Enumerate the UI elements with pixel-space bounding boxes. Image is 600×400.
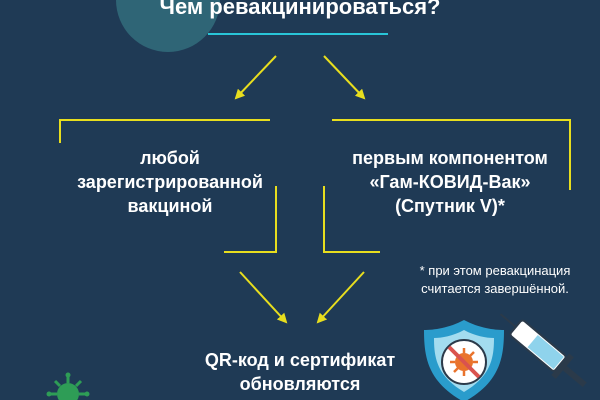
- result-line-1: QR-код и сертификат: [204, 350, 396, 370]
- right-option-line-3: (Спутник V)*: [395, 196, 505, 216]
- left-option-line-3: вакциной: [127, 196, 213, 216]
- result-line-2: обновляются: [239, 374, 361, 394]
- left-option-line-1: любой: [140, 148, 200, 168]
- arrow-from-left: [239, 271, 288, 324]
- right-option: первым компонентом «Гам-КОВИД-Вак» (Спут…: [320, 146, 580, 218]
- title-circle: [116, 0, 220, 52]
- virus-icon: [46, 372, 90, 400]
- arrow-from-right: [316, 271, 365, 324]
- footnote-line-2: считается завершённой.: [421, 281, 569, 296]
- right-option-line-2: «Гам-КОВИД-Вак»: [369, 172, 531, 192]
- left-option-line-2: зарегистрированной: [77, 172, 263, 192]
- shield-no-virus-icon: [424, 320, 504, 400]
- left-option: любой зарегистрированной вакциной: [60, 146, 280, 218]
- syringe-icon: [499, 313, 587, 388]
- left-bracket-bottom: [224, 186, 277, 253]
- title: Чем ревакцинироваться?: [159, 0, 441, 19]
- arrow-to-right: [323, 55, 366, 100]
- right-option-line-1: первым компонентом: [352, 148, 548, 168]
- result: QR-код и сертификат обновляются: [180, 348, 420, 396]
- right-bracket-bottom: [323, 186, 380, 253]
- footnote-line-1: * при этом ревакцинация: [419, 263, 571, 278]
- footnote: * при этом ревакцинация считается заверш…: [400, 262, 590, 298]
- right-bracket-top: [332, 119, 571, 190]
- left-bracket-top: [59, 119, 270, 143]
- arrow-to-left: [234, 55, 277, 100]
